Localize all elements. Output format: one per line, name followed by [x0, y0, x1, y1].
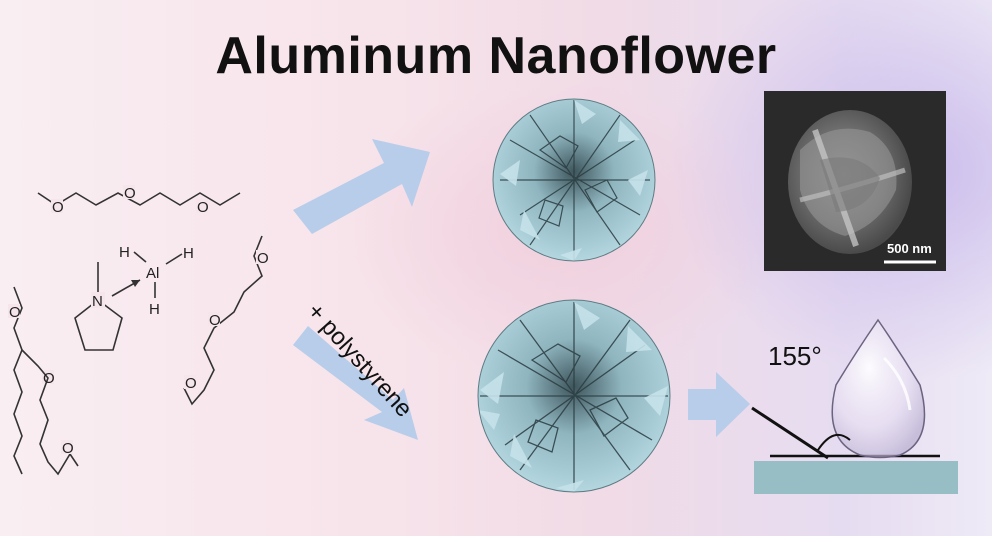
alane-complex: N Al H H H — [74, 244, 194, 351]
diglyme-molecule-right: O O O — [183, 235, 269, 406]
contact-angle-diagram: 155° — [751, 318, 958, 494]
oxygen-atom: O — [9, 304, 21, 321]
arrow-right-small — [688, 372, 750, 437]
title: Aluminum Nanoflower — [215, 27, 777, 85]
diglyme-molecule-left: O O O — [8, 286, 79, 476]
contact-angle-value: 155° — [768, 341, 822, 371]
oxygen-atom: O — [209, 312, 221, 329]
nanoflower-top — [492, 98, 656, 262]
scale-bar-label: 500 nm — [887, 241, 932, 256]
oxygen-atom: O — [185, 375, 197, 392]
oxygen-atom: O — [62, 440, 74, 457]
aluminum-atom: Al — [146, 265, 159, 282]
hydrogen-atom: H — [119, 244, 130, 261]
diglyme-molecule-top: O O O — [37, 185, 241, 216]
sem-image: 500 nm — [764, 91, 946, 271]
oxygen-atom: O — [197, 199, 209, 216]
nanoflower-bottom — [477, 299, 671, 493]
oxygen-atom: O — [52, 199, 64, 216]
arrow-up-right — [293, 139, 430, 234]
hydrogen-atom: H — [149, 301, 160, 318]
oxygen-atom: O — [43, 370, 55, 387]
hydrogen-atom: H — [183, 245, 194, 262]
arrow-down-right — [293, 326, 418, 440]
oxygen-atom: O — [124, 185, 136, 202]
oxygen-atom: O — [257, 250, 269, 267]
nitrogen-atom: N — [92, 293, 103, 310]
